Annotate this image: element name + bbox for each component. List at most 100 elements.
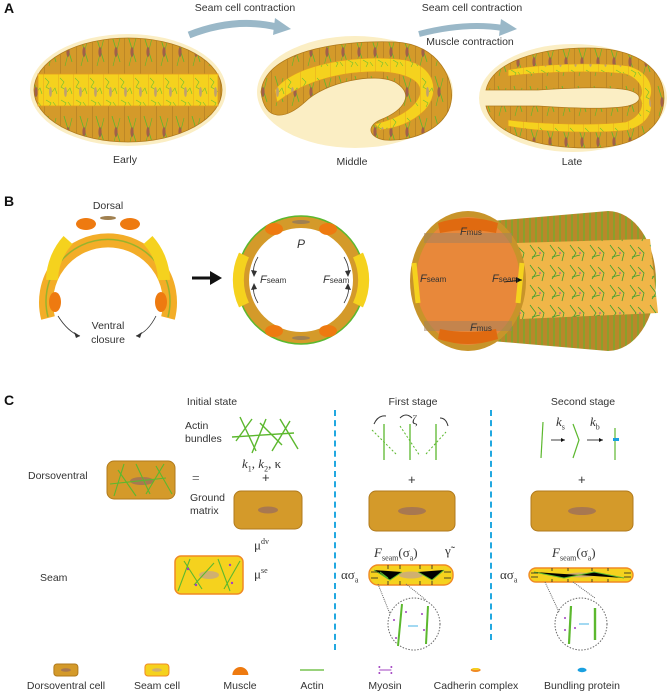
panel-a-label: A: [4, 0, 15, 16]
actin-icon: [300, 669, 324, 671]
f-mus-top: Fmus: [460, 226, 482, 238]
panel-c-label: C: [4, 392, 15, 408]
legend-label: Muscle: [223, 680, 257, 692]
ground-matrix-cell: [233, 490, 303, 530]
f-symbol: F: [460, 226, 467, 238]
second-stage-zoom-inset: [544, 581, 608, 651]
f-symbol: F: [470, 322, 477, 334]
f-subscript: seam: [426, 275, 447, 284]
kb-rate: kb: [590, 414, 600, 432]
alpha-sigma-first: ασa: [341, 567, 358, 585]
actin-bundles-illustration: [231, 416, 299, 454]
seam-contraction-label-2: Seam cell contraction: [421, 2, 523, 14]
legend-bundling-protein: Bundling protein: [544, 662, 620, 692]
dorsoventral-cell-icon: [53, 663, 79, 677]
alpha-sigma-symbol: ασ: [500, 567, 514, 582]
f-seam-left: Fseam: [260, 274, 286, 286]
f-subscript: seam: [498, 275, 519, 284]
sigma-subscript: a: [354, 575, 359, 585]
f-subscript: seam: [329, 276, 350, 285]
actin-rotation-illustration: [371, 414, 449, 460]
ventral-label-line2: closure: [91, 334, 125, 346]
seam-contraction-label-1: Seam cell contraction: [194, 2, 296, 14]
stage-divider-2: [490, 410, 492, 640]
legend-label: Actin: [300, 680, 324, 692]
open-cell-ring: [39, 216, 177, 320]
dorsoventral-cell-composite: [106, 460, 176, 500]
stage-label-late: Late: [561, 156, 583, 168]
actin-label-line1: Actin: [185, 420, 209, 432]
plus-sign-first: +: [408, 472, 416, 487]
process-arrow-1: [187, 18, 291, 39]
seam-subscript: seam: [559, 553, 577, 563]
legend-label: Bundling protein: [544, 680, 620, 692]
row-label-seam: Seam: [40, 572, 68, 584]
legend-label: Myosin: [368, 680, 402, 692]
sigma-close: ): [591, 545, 596, 560]
column-initial-state: Initial state: [186, 396, 238, 408]
f-symbol: F: [492, 273, 499, 285]
legend-cadherin-complex: Cadherin complex: [433, 662, 519, 692]
sigma-subscript: a: [409, 553, 414, 563]
first-stage-seam-cell: [368, 564, 454, 586]
legend-label: Cadherin complex: [433, 680, 519, 692]
se-superscript: se: [260, 566, 268, 575]
stage-label-early: Early: [113, 154, 137, 166]
ventral-label-line1: Ventral: [91, 320, 125, 332]
cadherin-icon: [470, 668, 481, 672]
sigma-open: (σ: [576, 545, 588, 560]
ks-rate: ks: [556, 414, 565, 432]
f-seam-sigma-first: Fseam(σa): [374, 545, 418, 563]
ventral-closure-arrows: [57, 315, 157, 338]
f-seam-right: Fseam: [323, 274, 349, 286]
kappa-symbol: κ: [274, 456, 282, 471]
f-seam-3d-right: Fseam: [492, 273, 518, 285]
s-subscript: s: [561, 422, 565, 432]
myosin-icon: [377, 666, 392, 674]
dv-superscript: dv: [260, 537, 269, 546]
stage-divider-1: [334, 410, 336, 650]
column-second-stage: Second stage: [550, 396, 616, 408]
legend-label: Seam cell: [133, 680, 181, 692]
sigma-subscript: a: [513, 575, 518, 585]
bundling-protein-icon: [577, 667, 587, 673]
gamma-tilde: γ̃: [445, 543, 451, 558]
legend-muscle: Muscle: [223, 662, 257, 692]
legend-actin: Actin: [299, 662, 325, 692]
middle-embryo: [257, 36, 453, 148]
ground-label-line1: Ground: [190, 492, 226, 504]
legend-seam-cell: Seam cell: [134, 662, 180, 692]
actin-bundles-label: Actin bundles: [185, 420, 222, 446]
second-stage-ground-cell: [530, 490, 634, 532]
muscle-contraction-label: Muscle contraction: [426, 36, 514, 48]
f-subscript: mus: [476, 324, 492, 333]
f-symbol: F: [374, 545, 382, 560]
k1-subscript: 1: [247, 464, 252, 474]
embryo-cylinder-3d: [410, 211, 658, 351]
legend-dorsoventral-cell: Dorsoventral cell: [27, 662, 105, 692]
alpha-sigma-second: ασa: [500, 567, 517, 585]
column-first-stage: First stage: [388, 396, 438, 408]
muscle-icon: [231, 667, 248, 675]
f-subscript: seam: [266, 276, 287, 285]
actin-bundling-illustration: [540, 421, 619, 460]
f-mus-bottom: Fmus: [470, 322, 492, 334]
equals-sign: =: [192, 470, 200, 485]
f-subscript: mus: [466, 228, 482, 237]
late-embryo: [479, 44, 667, 152]
actin-label-line2: bundles: [185, 433, 222, 445]
f-symbol: F: [323, 274, 330, 286]
panel-b-label: B: [4, 193, 15, 209]
seam-subscript: seam: [381, 553, 399, 563]
k-symbol: k: [556, 414, 562, 429]
k-symbol: k: [258, 456, 265, 471]
k2-subscript: 2: [264, 464, 269, 474]
ground-label-line2: matrix: [190, 505, 219, 517]
k-symbol: k: [242, 456, 248, 471]
pressure-label: P: [297, 237, 306, 251]
dorsal-label: Dorsal: [92, 200, 124, 212]
mu-dv: μdv: [254, 537, 269, 553]
second-stage-seam-cell: [528, 567, 634, 583]
mu-symbol: μ: [254, 566, 261, 582]
legend-label: Dorsoventral cell: [26, 680, 106, 692]
